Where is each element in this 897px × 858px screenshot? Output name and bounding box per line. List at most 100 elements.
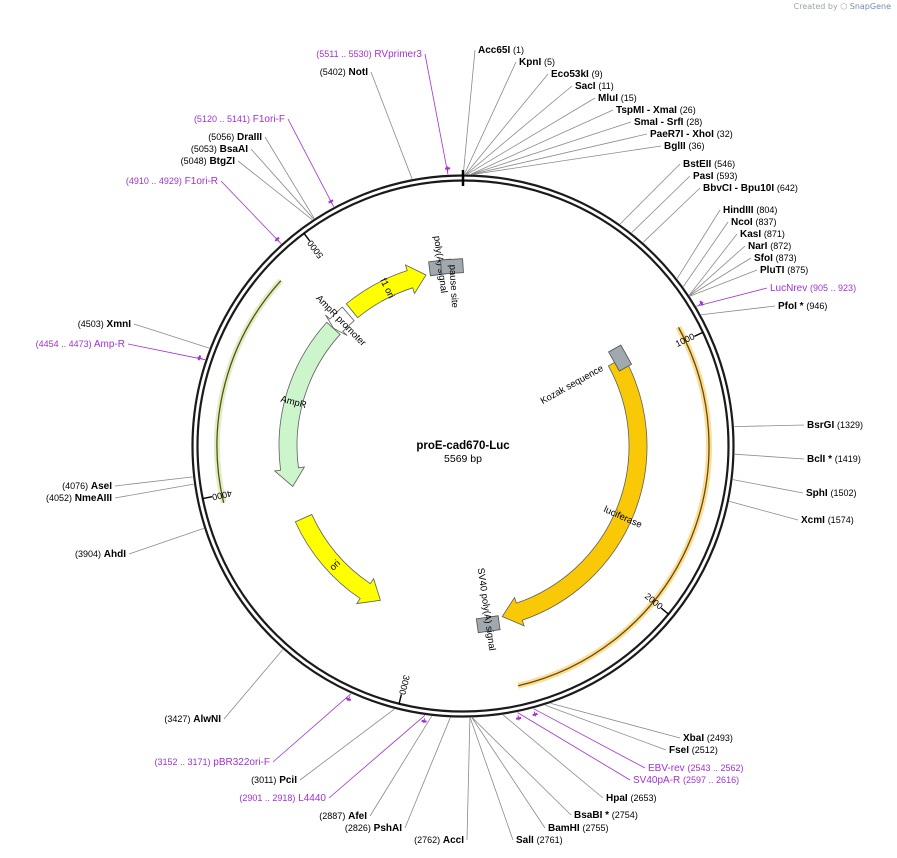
label-fsei: FseI (2512) bbox=[669, 745, 718, 756]
label-pbr322orif-pos: (3152 .. 3171) bbox=[154, 757, 210, 767]
leader-pasi bbox=[631, 175, 691, 233]
label-f1orif: (5120 .. 5141) F1ori-F bbox=[194, 114, 285, 125]
leader-bcli bbox=[734, 453, 805, 460]
label-eco53ki-name: Eco53kI bbox=[551, 69, 589, 80]
label-xmni: (4503) XmnI bbox=[78, 319, 131, 330]
leader-bsaai bbox=[250, 148, 314, 220]
label-btgzi-name: BtgZI bbox=[209, 156, 235, 167]
leader-pluti bbox=[689, 269, 758, 297]
label-xcmi-pos: (1574) bbox=[828, 515, 854, 525]
leader-lines bbox=[114, 49, 805, 841]
label-kasi: KasI (871) bbox=[740, 229, 785, 240]
leader-noti bbox=[370, 71, 413, 179]
label-sali-pos: (2761) bbox=[537, 835, 563, 845]
label-tspmi-pos: (26) bbox=[680, 105, 696, 115]
label-bsabi: BsaBI * (2754) bbox=[574, 810, 638, 821]
label-l4440: (2901 .. 2918) L4440 bbox=[239, 793, 326, 804]
label-xmni-pos: (4503) bbox=[78, 319, 104, 329]
label-afei-pos: (2887) bbox=[319, 811, 345, 821]
label-pluti-name: PluTI bbox=[760, 265, 785, 276]
label-ebvrev-pos: (2543 .. 2562) bbox=[687, 763, 743, 773]
leader-nari bbox=[689, 245, 746, 296]
leader-tspmi bbox=[470, 109, 614, 175]
label-nmeaiii-pos: (4052) bbox=[46, 493, 72, 503]
label-sv40par-name: SV40pA-R bbox=[633, 775, 680, 786]
leader-paer7i bbox=[472, 133, 648, 175]
label-asei: (4076) AseI bbox=[62, 481, 112, 492]
label-bamhi-name: BamHI bbox=[548, 823, 580, 834]
plasmid-size: 5569 bp bbox=[444, 453, 482, 465]
label-sali-name: SalI bbox=[516, 835, 534, 846]
label-bsrgi-name: BsrGI bbox=[807, 420, 834, 431]
label-f1orir-name: F1ori-R bbox=[185, 176, 218, 187]
label-ampr-name: Amp-R bbox=[94, 339, 125, 350]
leader-xmni bbox=[133, 323, 210, 349]
primer-stub-L4440 bbox=[423, 718, 425, 724]
label-pshai-pos: (2826) bbox=[345, 823, 371, 833]
leader-kasi bbox=[688, 233, 738, 296]
label-hpai-pos: (2653) bbox=[630, 793, 656, 803]
leader-bsrgi bbox=[734, 424, 805, 428]
leader-acci bbox=[466, 717, 471, 841]
leader-bsteii bbox=[619, 163, 681, 225]
label-rvprimer3-pos: (5511 .. 5530) bbox=[316, 49, 371, 59]
label-bglii-pos: (36) bbox=[688, 141, 704, 151]
label-mlui-pos: (15) bbox=[621, 93, 637, 103]
label-f1orir-pos: (4910 .. 4929) bbox=[126, 176, 182, 186]
leader-f1orir bbox=[220, 180, 282, 244]
label-sfoi: SfoI (873) bbox=[754, 253, 797, 264]
leader-pfoi bbox=[701, 305, 776, 316]
leader-sphi bbox=[732, 479, 804, 494]
leader-ampr bbox=[127, 343, 206, 361]
label-ncoi-name: NcoI bbox=[731, 217, 753, 228]
label-bglii-name: BglII bbox=[664, 141, 686, 152]
leader-pbr322orif bbox=[272, 693, 352, 763]
label-bcli-pos: (1419) bbox=[835, 454, 861, 464]
leader-kpni bbox=[464, 61, 517, 175]
label-nari-pos: (872) bbox=[770, 241, 791, 251]
label-mlui-name: MluI bbox=[598, 93, 618, 104]
label-bsteii-pos: (546) bbox=[714, 159, 735, 169]
leader-afei bbox=[369, 715, 432, 817]
label-bbvci-name: BbvCI - Bpu10I bbox=[703, 183, 774, 194]
label-pluti: PluTI (875) bbox=[760, 265, 808, 276]
label-bsteii-name: BstEII bbox=[683, 159, 712, 170]
tick-2000 bbox=[660, 607, 670, 615]
label-acci: (2762) AccI bbox=[414, 835, 464, 846]
label-bcli-name: BclI * bbox=[807, 454, 832, 465]
leader-alwni bbox=[223, 649, 283, 720]
label-draiii: (5056) DraIII bbox=[208, 132, 262, 143]
label-alwni: (3427) AlwNI bbox=[164, 714, 221, 725]
label-noti-pos: (5402) bbox=[320, 67, 346, 77]
label-bsabi-pos: (2754) bbox=[612, 810, 638, 820]
leader-eco53ki bbox=[465, 73, 549, 175]
label-hpai-name: HpaI bbox=[606, 793, 628, 804]
primer-stub-LucNrev bbox=[698, 301, 704, 306]
primer-stub-F1ori-R bbox=[275, 237, 280, 242]
label-sphi-name: SphI bbox=[806, 488, 828, 499]
label-xmni-name: XmnI bbox=[107, 319, 132, 330]
label-hindiii-name: HindIII bbox=[723, 205, 754, 216]
label-eco53ki-pos: (9) bbox=[592, 69, 603, 79]
label-rvprimer3: (5511 .. 5530) RVprimer3 bbox=[316, 49, 422, 60]
label-paer7i-name: PaeR7I - XhoI bbox=[650, 129, 714, 140]
label-sfoi-pos: (873) bbox=[776, 253, 797, 263]
label-noti-name: NotI bbox=[349, 67, 369, 78]
label-l4440-pos: (2901 .. 2918) bbox=[239, 793, 295, 803]
leader-pshai bbox=[404, 717, 451, 829]
leader-sfoi bbox=[689, 257, 752, 296]
label-bbvci: BbvCI - Bpu10I (642) bbox=[703, 183, 798, 194]
label-pasi: PasI (593) bbox=[693, 171, 737, 182]
leader-l4440 bbox=[328, 715, 426, 799]
label-mlui: MluI (15) bbox=[598, 93, 637, 104]
label-kpni: KpnI (5) bbox=[519, 57, 555, 68]
leader-rvprimer3 bbox=[424, 53, 449, 175]
label-kpni-name: KpnI bbox=[519, 57, 541, 68]
primer-stub-pBR322ori-F bbox=[347, 696, 351, 702]
kozak-label: Kozak sequence bbox=[539, 363, 606, 407]
label-bsrgi: BsrGI (1329) bbox=[807, 420, 863, 431]
label-btgzi-pos: (5048) bbox=[181, 156, 207, 166]
leader-draiii bbox=[264, 136, 315, 219]
ampr-promoter-arrow bbox=[325, 306, 355, 336]
